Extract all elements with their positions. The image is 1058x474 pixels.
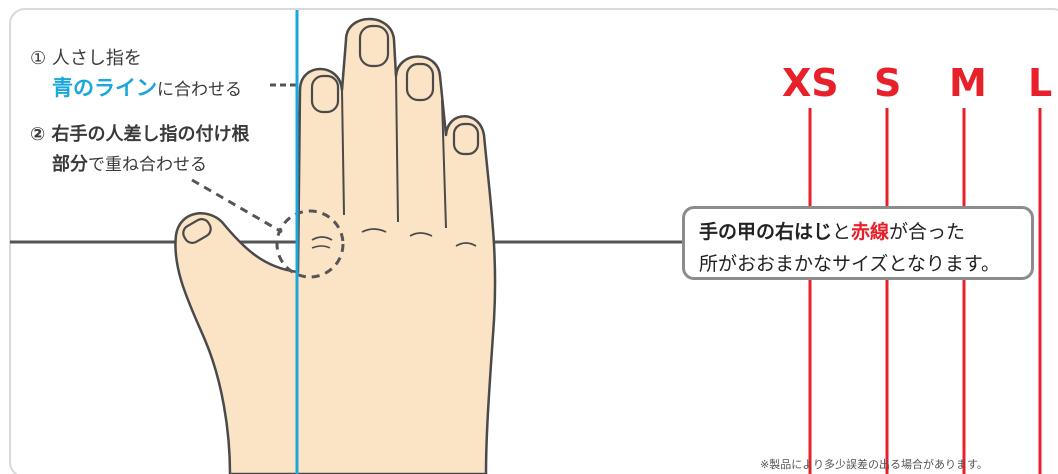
leader-line-2 (191, 178, 283, 234)
size-label-l: L (1028, 61, 1053, 105)
step1-line1: ① 人さし指を (30, 48, 142, 69)
step2-line1: ② 右手の人差し指の付け根 (30, 124, 250, 145)
footnote: ※製品により多少誤差の出る場合があります。 (760, 458, 988, 471)
step2-line2: 部分で重ね合わせる (52, 150, 207, 176)
callout-line2: 所がおおまかなサイズとなります。 (699, 253, 1000, 275)
step2-bold-text: 部分 (52, 154, 88, 175)
callout-rest-text: が合った (889, 221, 966, 243)
step1-rest-text: に合わせる (157, 80, 242, 100)
callout-box: 手の甲の右はじと赤線が合った 所がおおまかなサイズとなります。 (682, 206, 1034, 280)
hand-shape (174, 17, 497, 474)
base-circle (275, 209, 345, 279)
size-label-xs: XS (782, 61, 839, 105)
size-label-m: M (949, 61, 987, 105)
size-label-s: S (874, 61, 902, 105)
step1-line2: 青のラインに合わせる (52, 72, 242, 102)
callout-line1: 手の甲の右はじと赤線が合った (699, 217, 965, 244)
callout-mid-text: と (832, 221, 852, 243)
step2-rest-text: で重ね合わせる (88, 155, 207, 175)
step1-blue-text: 青のライン (52, 76, 157, 100)
callout-red-text: 赤線 (851, 221, 890, 243)
callout-bold-text: 手の甲の右はじ (699, 221, 833, 243)
